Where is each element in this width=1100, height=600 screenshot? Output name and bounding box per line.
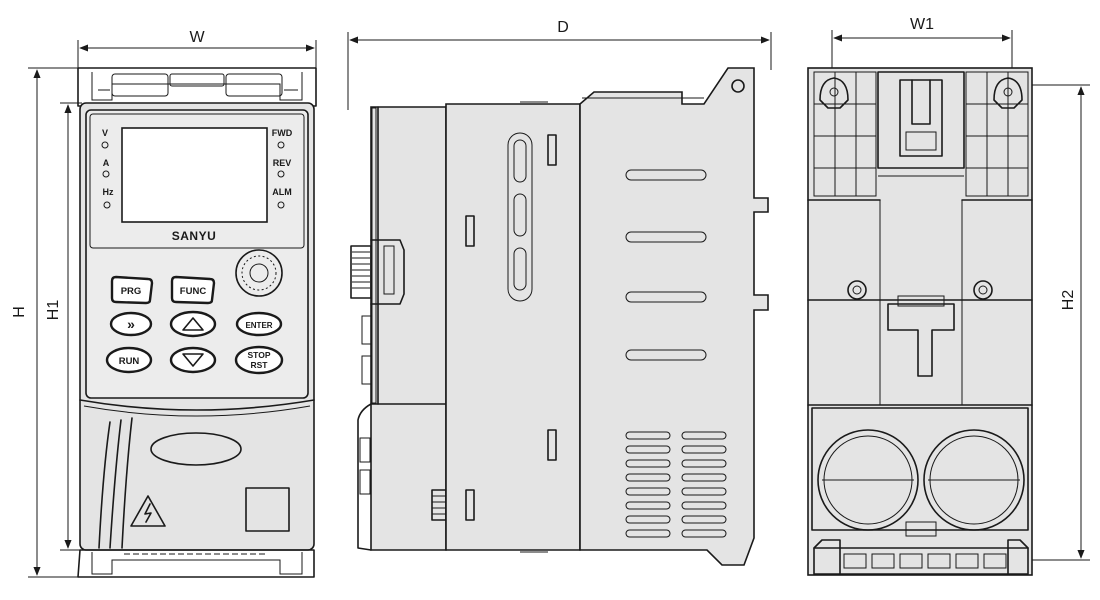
svg-text:RST: RST xyxy=(251,360,269,370)
shift-key: » xyxy=(109,311,153,337)
svg-text:STOP: STOP xyxy=(248,350,271,360)
side-view xyxy=(350,67,769,566)
dimension-w: W xyxy=(77,29,317,68)
dimension-label-h2: H2 xyxy=(1060,290,1077,311)
screw-left xyxy=(847,280,867,300)
svg-text:ENTER: ENTER xyxy=(245,321,272,330)
svg-text:FUNC: FUNC xyxy=(180,286,207,297)
down-arrow-icon xyxy=(169,346,217,374)
svg-text:RUN: RUN xyxy=(119,356,140,367)
func-key: FUNC xyxy=(170,275,216,305)
indicator-label-rev: REV xyxy=(273,158,292,168)
dimension-label-d: D xyxy=(557,19,569,36)
indicator-label-fwd: FWD xyxy=(272,128,293,138)
dimension-h2: H2 xyxy=(1015,84,1090,561)
indicator-label-v: V xyxy=(102,128,108,138)
cover-label-box xyxy=(245,487,290,532)
svg-text:»: » xyxy=(127,316,135,332)
led-a xyxy=(102,170,110,178)
dimension-h: H xyxy=(11,67,80,578)
enter-key: ENTER xyxy=(235,311,283,337)
led-hz xyxy=(103,201,111,209)
dimension-label-w1: W1 xyxy=(910,16,934,33)
led-alm xyxy=(277,201,285,209)
cable-gland-right xyxy=(923,429,1025,531)
mount-hole-side xyxy=(731,79,745,93)
brand-label: SANYU xyxy=(172,229,217,243)
potentiometer-knob-icon xyxy=(235,249,283,297)
cable-gland-left xyxy=(817,429,919,531)
svg-text:PRG: PRG xyxy=(121,286,142,297)
warning-electric-icon xyxy=(130,495,166,527)
dimension-label-h: H xyxy=(11,306,28,318)
potentiometer-knob-side xyxy=(350,239,405,305)
cover-window xyxy=(150,432,242,466)
led-v xyxy=(101,141,109,149)
prg-key: PRG xyxy=(110,275,154,305)
vent-grid xyxy=(625,431,727,538)
up-arrow-icon xyxy=(169,310,217,338)
dimension-d: D xyxy=(347,19,772,110)
screw-right xyxy=(973,280,993,300)
stop-rst-key: STOP RST xyxy=(234,345,284,375)
dimension-h1: H1 xyxy=(45,102,82,551)
indicator-label-a: A xyxy=(103,158,110,168)
rear-left-grid xyxy=(813,71,877,197)
dimension-label-w: W xyxy=(189,29,205,46)
indicator-label-hz: Hz xyxy=(103,187,114,197)
rear-right-grid xyxy=(965,71,1029,197)
lcd-display xyxy=(121,127,268,223)
bottom-slots xyxy=(843,553,1007,569)
front-view: SANYU V A Hz FWD REV ALM PRG FUNC xyxy=(77,67,317,578)
indicator-label-alm: ALM xyxy=(272,187,292,197)
run-key: RUN xyxy=(105,346,153,374)
rear-view xyxy=(807,67,1033,576)
led-rev xyxy=(277,170,285,178)
dimension-label-h1: H1 xyxy=(45,300,62,321)
led-fwd xyxy=(277,141,285,149)
